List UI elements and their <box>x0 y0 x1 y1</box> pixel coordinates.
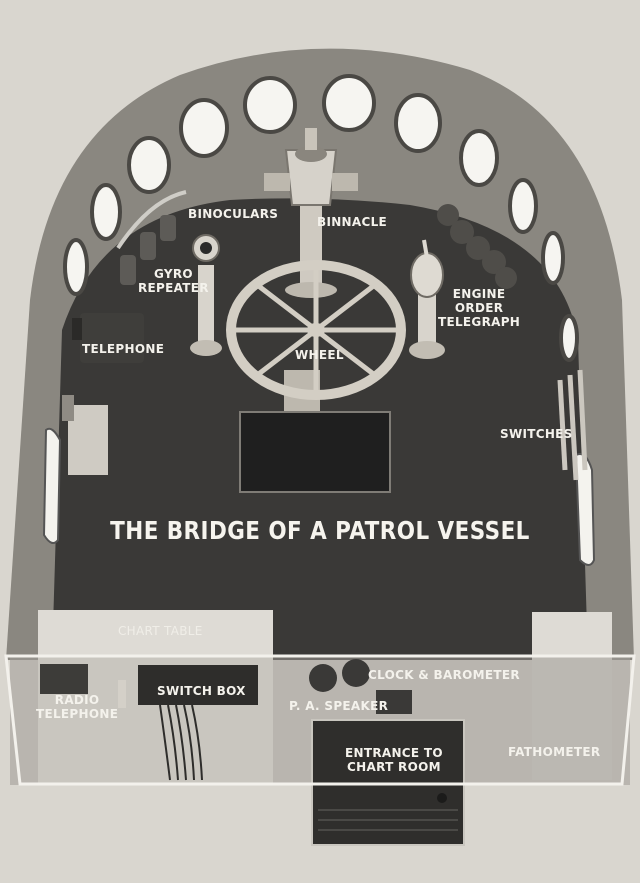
label-switches: SWITCHES <box>500 427 573 441</box>
front-rail <box>4 654 636 786</box>
label-engine-order-telegraph: ENGINE ORDER TELEGRAPH <box>438 287 520 329</box>
floor-grating <box>239 411 391 493</box>
barometer <box>342 659 370 687</box>
label-engine-line3: TELEGRAPH <box>438 315 521 329</box>
label-engine-line1: ENGINE <box>452 287 506 301</box>
label-engine-line2: ORDER <box>454 301 504 315</box>
label-radio-line1: RADIO <box>54 693 100 707</box>
label-radio-telephone: RADIO TELEPHONE <box>36 693 118 721</box>
label-chart-table: CHART TABLE <box>118 624 203 638</box>
label-binnacle: BINNACLE <box>317 215 388 229</box>
porthole <box>322 74 376 132</box>
porthole <box>559 314 579 362</box>
porthole <box>508 178 538 234</box>
porthole <box>127 136 171 194</box>
side-window-left <box>42 427 62 545</box>
label-binoculars: BINOCULARS <box>188 207 279 221</box>
radio-telephone <box>40 664 88 694</box>
switches <box>557 369 588 481</box>
label-gyro-repeater-line2: REPEATER <box>138 281 209 295</box>
label-entrance-line1: ENTRANCE TO <box>345 746 443 760</box>
porthole <box>90 183 122 241</box>
portholes <box>63 74 579 362</box>
porthole <box>459 129 499 187</box>
chart-table <box>38 610 273 660</box>
wall-instruments-right <box>437 204 517 289</box>
switch-box <box>138 665 258 705</box>
label-switch-box: SWITCH BOX <box>157 684 246 698</box>
label-clock-barometer: CLOCK & BAROMETER <box>368 668 520 682</box>
label-wheel: WHEEL <box>295 348 344 362</box>
label-gyro-repeater: GYRO REPEATER <box>138 267 209 295</box>
engine-order-telegraph <box>409 239 445 359</box>
label-entrance-line2: CHART ROOM <box>347 760 441 774</box>
label-entrance: ENTRANCE TO CHART ROOM <box>345 746 443 774</box>
diagram-title: THE BRIDGE OF A PATROL VESSEL <box>110 516 530 545</box>
side-window-right <box>574 453 596 566</box>
label-radio-line2: TELEPHONE <box>36 707 119 721</box>
wheel <box>226 260 406 415</box>
porthole <box>541 231 565 285</box>
pa-speaker <box>376 690 412 714</box>
porthole <box>63 238 89 296</box>
label-pa-speaker: P. A. SPEAKER <box>289 699 389 713</box>
label-telephone: TELEPHONE <box>82 342 165 356</box>
gyro-repeater <box>190 234 222 356</box>
porthole <box>394 93 442 153</box>
porthole <box>243 76 297 134</box>
switch-box-wires <box>159 704 203 781</box>
porthole <box>179 98 229 158</box>
clock <box>309 664 337 692</box>
binoculars <box>116 190 187 285</box>
label-fathometer: FATHOMETER <box>508 745 601 759</box>
label-gyro-repeater-line1: GYRO <box>153 267 193 281</box>
telephone <box>62 313 144 475</box>
